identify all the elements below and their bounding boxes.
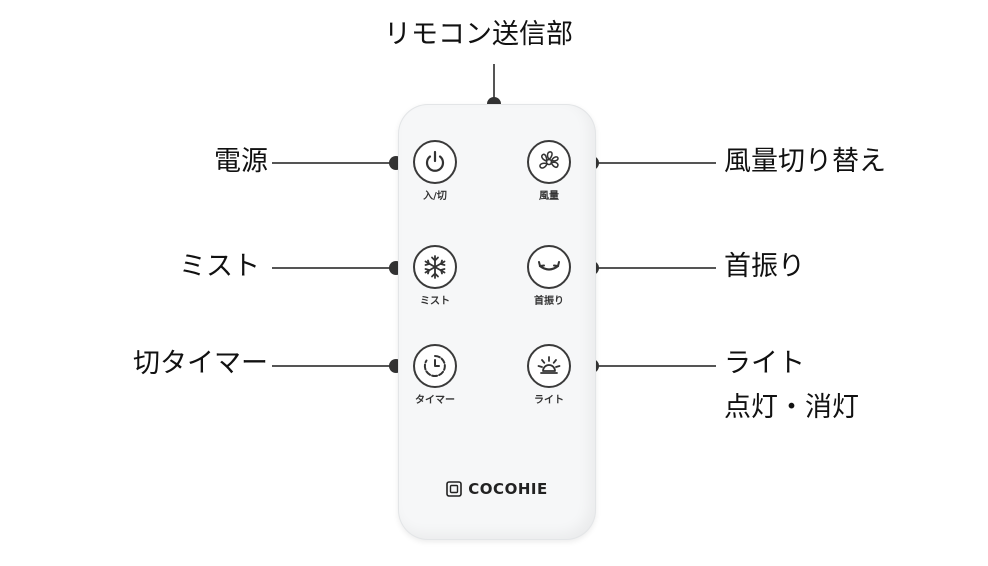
fan-icon bbox=[539, 151, 559, 169]
brand-name: COCOHIE bbox=[468, 480, 548, 498]
mist-label: ミスト bbox=[179, 251, 260, 282]
swing-arrow-icon bbox=[538, 261, 560, 271]
light-button[interactable] bbox=[527, 344, 571, 388]
fan-speed-label: 風量切り替え bbox=[724, 146, 886, 177]
brand-logo: COCOHIE bbox=[432, 478, 562, 500]
mist-button-caption: ミスト bbox=[420, 296, 450, 307]
swing-label: 首振り bbox=[724, 251, 805, 282]
power-icon bbox=[425, 150, 445, 172]
timer-icon bbox=[423, 355, 446, 377]
fan-speed-button[interactable] bbox=[527, 140, 571, 184]
timer-label: 切タイマー bbox=[133, 348, 268, 379]
power-button[interactable] bbox=[413, 140, 457, 184]
swing-button[interactable] bbox=[527, 245, 571, 289]
light-icon bbox=[537, 356, 561, 374]
fan-speed-button-caption: 風量 bbox=[539, 191, 559, 202]
mist-button[interactable] bbox=[413, 245, 457, 289]
timer-button-caption: タイマー bbox=[415, 395, 455, 406]
light-label-line1: ライト bbox=[724, 348, 805, 379]
light-label-line2: 点灯・消灯 bbox=[724, 392, 859, 423]
timer-button[interactable] bbox=[413, 344, 457, 388]
transmitter-label: リモコン送信部 bbox=[384, 19, 573, 50]
power-label: 電源 bbox=[214, 146, 268, 177]
snowflake-icon bbox=[424, 255, 446, 279]
light-button-caption: ライト bbox=[534, 395, 564, 406]
brand-logo-icon bbox=[446, 481, 463, 497]
power-button-caption: 入/切 bbox=[423, 191, 447, 202]
swing-button-caption: 首振り bbox=[534, 296, 564, 307]
